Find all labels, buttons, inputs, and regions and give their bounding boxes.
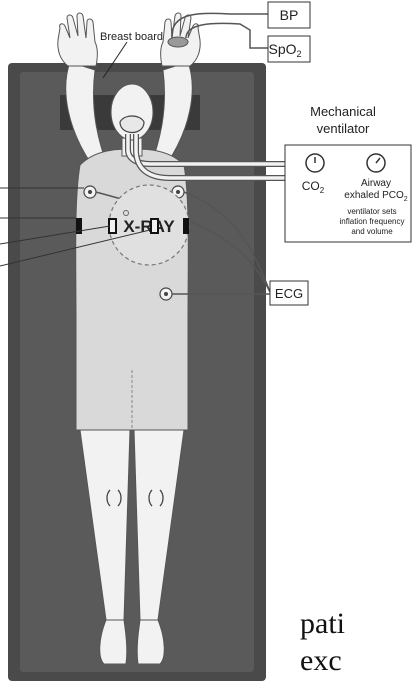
right-foot <box>137 620 164 664</box>
trailing-text-line1: pati <box>300 606 345 642</box>
ecg-electrode-1 <box>84 186 96 198</box>
ventilator-note-line2: inflation frequency <box>340 217 405 226</box>
finger-sensor <box>168 37 188 47</box>
ventilator-note-line1: ventilator sets <box>347 207 396 216</box>
face-mask <box>120 116 144 133</box>
ventilator-note-line3: and volume <box>351 227 393 236</box>
ecg-electrode-3 <box>160 288 172 300</box>
left-foot <box>100 620 127 664</box>
xray-label: X-RAY <box>123 217 175 236</box>
breast-board-label: Breast board <box>100 31 163 43</box>
ecg-label: ECG <box>275 286 303 301</box>
ventilator-title-line2: ventilator <box>317 121 370 136</box>
bp-label: BP <box>280 7 299 23</box>
co2-gauge-icon <box>306 154 324 172</box>
chest-marker-2-inset <box>110 220 115 232</box>
airway-label-line1: Airway <box>361 178 391 189</box>
chest-marker-4 <box>183 218 189 234</box>
left-hand <box>58 13 98 66</box>
airway-gauge-icon <box>367 154 385 172</box>
ventilator-title-line1: Mechanical <box>310 104 376 119</box>
trailing-text-line2: exc <box>300 643 342 679</box>
chest-marker-3-inset <box>152 220 157 232</box>
